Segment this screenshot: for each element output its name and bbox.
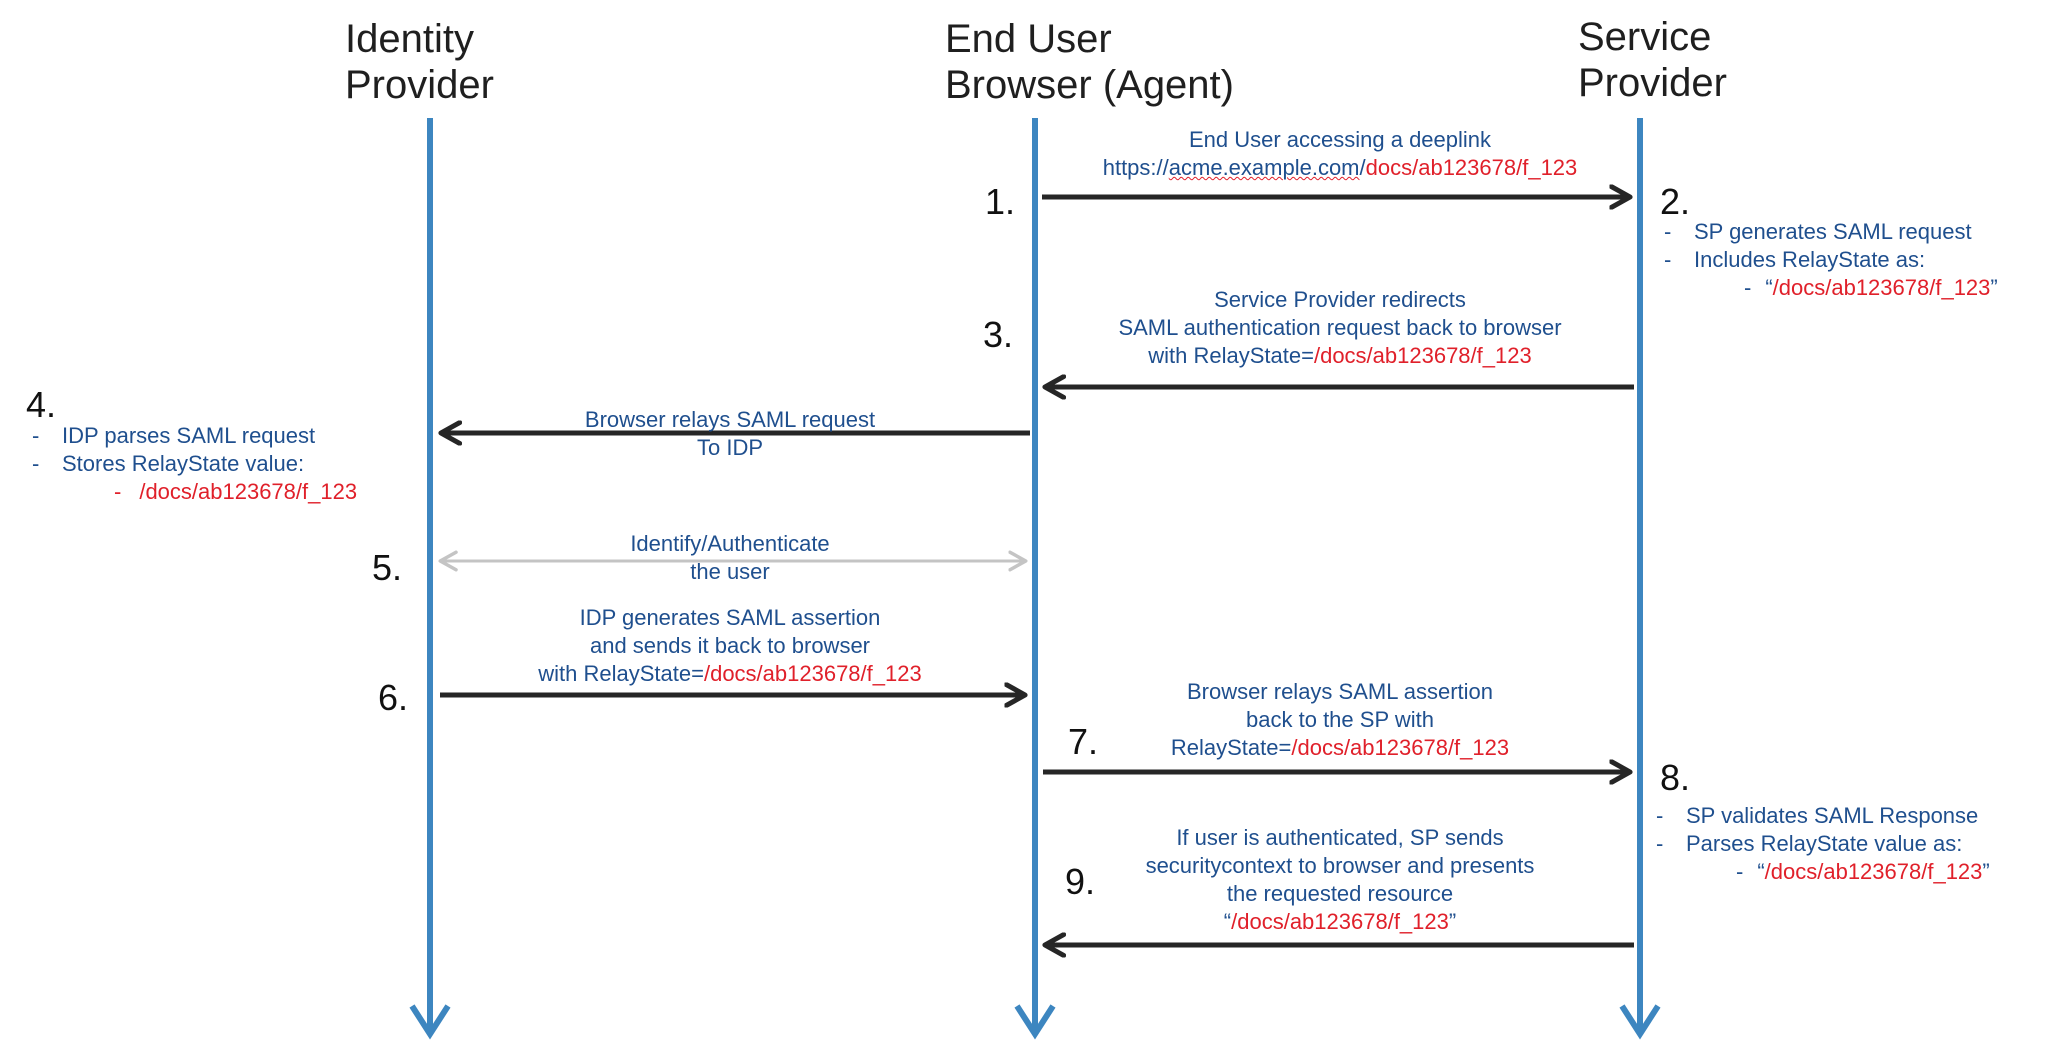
- step-number-1: 1.: [985, 181, 1016, 222]
- message-label-step-5: Identify/Authenticate the user: [630, 531, 830, 584]
- header-identity-provider: Identity Provider: [345, 17, 494, 107]
- message-label-step-9: If user is authenticated, SP sends secur…: [1145, 825, 1535, 934]
- note-step-2: -SP generates SAML request -Includes Rel…: [1664, 219, 1998, 300]
- lifeline-service-provider: [1619, 118, 1661, 1040]
- message-label-step-6: IDP generates SAML assertion and sends i…: [538, 605, 922, 686]
- step-number-3: 3.: [983, 314, 1014, 355]
- lifeline-end-user-browser: [1014, 118, 1056, 1040]
- lifeline-identity-provider: [409, 118, 451, 1040]
- step-number-7: 7.: [1068, 721, 1099, 762]
- step-number-5: 5.: [372, 547, 403, 588]
- header-service-provider: Service Provider: [1578, 15, 1727, 105]
- header-end-user-browser: End User Browser (Agent): [945, 17, 1234, 107]
- step-number-6: 6.: [378, 677, 409, 718]
- step-number-9: 9.: [1065, 861, 1096, 902]
- message-label-step-4: Browser relays SAML request To IDP: [584, 407, 876, 460]
- message-label-step-3: Service Provider redirects SAML authenti…: [1118, 287, 1562, 368]
- step-number-4: 4.: [26, 384, 57, 425]
- message-label-step-7: Browser relays SAML assertion back to th…: [1170, 679, 1510, 760]
- step-number-8: 8.: [1660, 757, 1691, 798]
- note-step-4: -IDP parses SAML request -Stores RelaySt…: [32, 423, 358, 504]
- message-label-step-1: End User accessing a deeplink https://ac…: [1102, 127, 1578, 180]
- note-step-8: -SP validates SAML Response -Parses Rela…: [1656, 803, 1990, 884]
- step-number-2: 2.: [1660, 181, 1691, 222]
